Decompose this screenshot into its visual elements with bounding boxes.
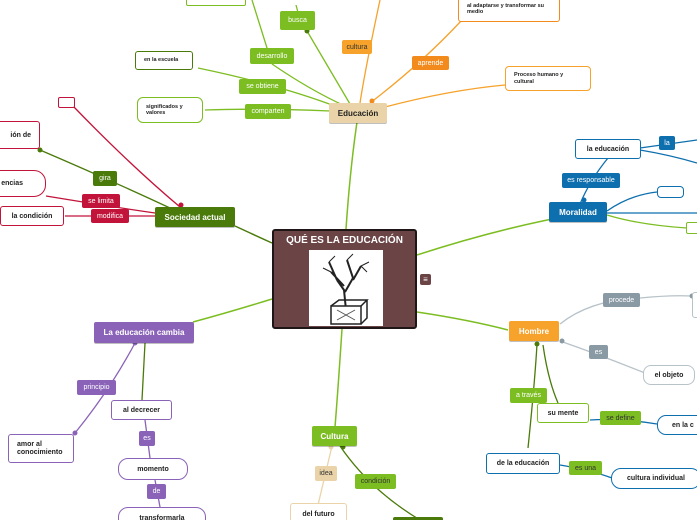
central-title: QUÉ ES LA EDUCACIÓN [286,235,403,246]
empty-node[interactable] [58,97,75,108]
encias-node[interactable]: encias [0,170,46,197]
amor-conocimiento-node[interactable]: amor al conocimiento [8,434,74,463]
cultura-individual-node[interactable]: cultura individual [611,468,697,489]
adaptarse-node[interactable]: al adaptarse y transformar su medio [458,0,560,22]
significados-node[interactable]: significados y valores [137,97,203,123]
proceso-humano-node[interactable]: Proceso humano y cultural [505,66,591,91]
gira-label[interactable]: gira [93,171,117,186]
educacion-cut-node[interactable] [186,0,246,6]
la-educacion-node[interactable]: la educación [575,139,641,159]
es-cambia-label[interactable]: es [139,431,155,446]
tree-on-book-illustration [309,250,383,326]
al-decrecer-node[interactable]: al decrecer [111,400,172,420]
de-label[interactable]: de [147,484,166,499]
hombre-topic[interactable]: Hombre [509,321,559,341]
procede-cut-node[interactable] [692,292,697,318]
desarrollo-label[interactable]: desarrollo [250,48,294,64]
su-mente-node[interactable]: su mente [537,403,589,423]
cultura-topic[interactable]: Cultura [312,426,357,446]
transformarla-node[interactable]: transformarla [118,507,206,520]
central-topic[interactable]: QUÉ ES LA EDUCACIÓN [272,229,417,329]
se-define-label[interactable]: se define [600,411,641,425]
cultura-label[interactable]: cultura [342,40,372,54]
note-icon[interactable]: ≡ [420,274,431,285]
el-objeto-node[interactable]: el objeto [643,365,695,385]
moralidad-empty-node[interactable] [657,186,684,198]
educacion-topic[interactable]: Educación [329,103,387,123]
se-limita-label[interactable]: se limita [82,194,120,208]
en-la-c-node[interactable]: en la c [657,415,697,435]
condicion-label[interactable]: condición [355,474,396,489]
cion-de-node[interactable]: ión de [0,121,40,149]
moralidad-topic[interactable]: Moralidad [549,202,607,222]
idea-label[interactable]: idea [315,466,337,481]
de-la-educacion-node[interactable]: de la educación [486,453,560,474]
busca-label[interactable]: busca [280,11,315,30]
es-una-label[interactable]: es una [569,461,602,475]
del-futuro-node[interactable]: del futuro [290,503,347,520]
comparten-label[interactable]: comparten [245,104,291,119]
aprende-label[interactable]: aprende [412,56,449,70]
moralidad-cut-node[interactable] [686,222,697,234]
modifica-label[interactable]: modifica [91,209,129,223]
a-traves-label[interactable]: a través [510,388,547,403]
la-label[interactable]: la [659,136,675,150]
procede-label[interactable]: procede [603,293,640,307]
la-condicion-node[interactable]: la condición [0,206,64,226]
educacion-cambia-topic[interactable]: La educación cambia [94,322,194,343]
se-obtiene-label[interactable]: se obtiene [239,79,286,94]
momento-node[interactable]: momento [118,458,188,480]
cultura-cut-node[interactable] [393,517,443,520]
sociedad-actual-topic[interactable]: Sociedad actual [155,207,235,227]
es-responsable-label[interactable]: es responsable [562,173,620,188]
en-la-escuela-node[interactable]: en la escuela [135,51,193,70]
es-label[interactable]: es [589,345,608,359]
principio-label[interactable]: principio [77,380,116,395]
